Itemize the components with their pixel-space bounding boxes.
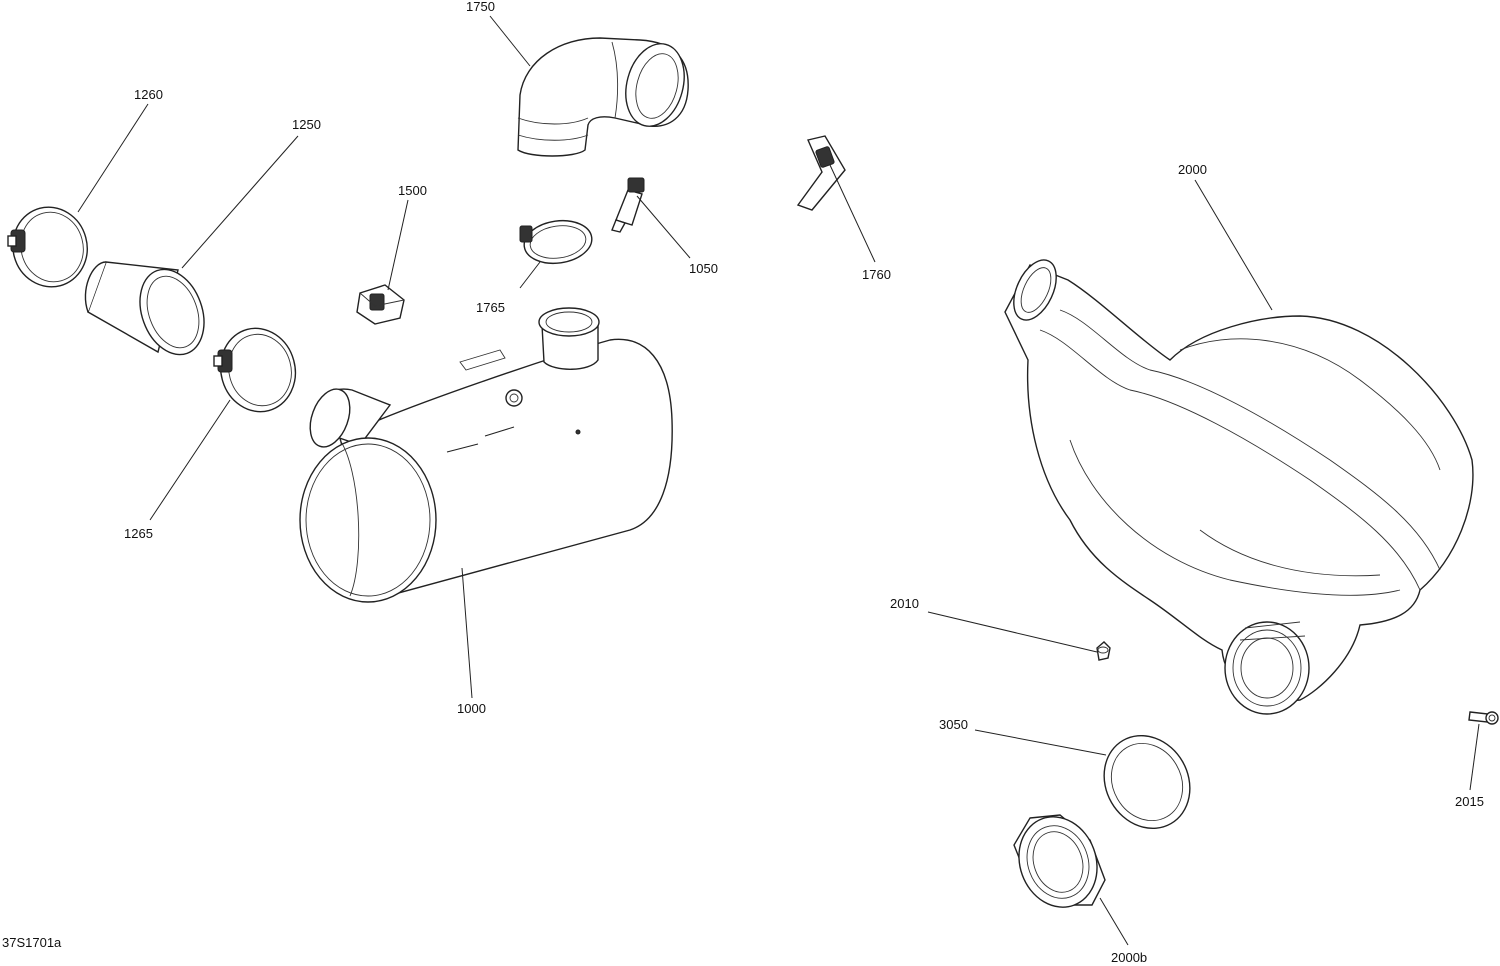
label-2000: 2000 [1178, 162, 1207, 177]
strap-clamp-part[interactable] [796, 135, 846, 211]
label-2015: 2015 [1455, 794, 1484, 809]
leader-lines [77, 15, 1480, 946]
sensor-connector-part[interactable] [356, 284, 405, 325]
gasket-part[interactable] [1087, 720, 1206, 844]
label-1265: 1265 [124, 526, 153, 541]
label-1750: 1750 [466, 0, 495, 14]
label-1500: 1500 [398, 183, 427, 198]
drawing-id: 37S1701a [2, 935, 62, 950]
resonator-housing-part[interactable] [1004, 253, 1474, 715]
retaining-nut-part[interactable] [1007, 806, 1110, 918]
muffler-part[interactable] [299, 307, 673, 603]
small-hose-clamp-part[interactable] [519, 216, 595, 267]
label-3050: 3050 [939, 717, 968, 732]
label-1050: 1050 [689, 261, 718, 276]
hose-clamp-lower-part[interactable] [211, 320, 304, 420]
label-1260: 1260 [134, 87, 163, 102]
hose-clamp-upper-part[interactable] [4, 199, 96, 295]
rubber-grommet-part[interactable] [1096, 641, 1111, 661]
label-2010: 2010 [890, 596, 919, 611]
label-1000: 1000 [457, 701, 486, 716]
bolt-part[interactable] [1468, 711, 1499, 725]
label-2000b: 2000b [1111, 950, 1147, 965]
elbow-tube-part[interactable] [517, 37, 693, 157]
label-1760: 1760 [862, 267, 891, 282]
coupling-sleeve-part[interactable] [84, 260, 215, 363]
label-1250: 1250 [292, 117, 321, 132]
temperature-sensor-part[interactable] [611, 177, 645, 233]
label-1765: 1765 [476, 300, 505, 315]
